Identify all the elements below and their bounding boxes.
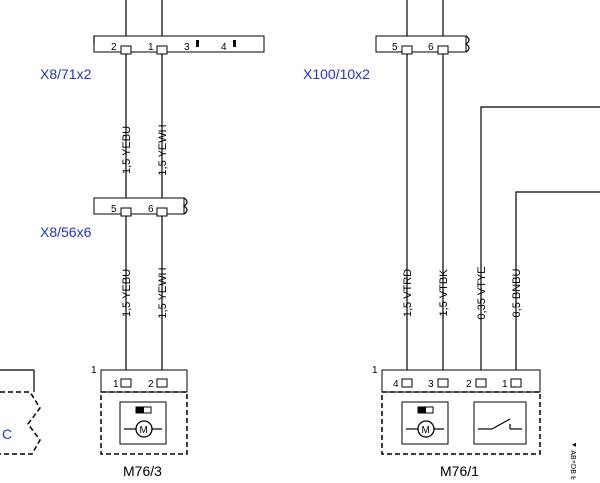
pin-label: 4 bbox=[221, 42, 227, 53]
pin-label: 1 bbox=[113, 379, 119, 390]
wire-m761-bnbu bbox=[515, 191, 600, 372]
pin-label: 3 bbox=[428, 379, 434, 390]
motor-icon: M bbox=[401, 401, 449, 445]
svg-text:M: M bbox=[422, 425, 430, 436]
wire-label: 1,5 VTRD bbox=[402, 269, 414, 317]
pin-label: 5 bbox=[111, 204, 117, 215]
wire-label: 1,5 YEWH bbox=[157, 124, 169, 175]
switch-icon bbox=[473, 401, 527, 445]
component-m76-1: 1 4 3 2 1 M bbox=[372, 365, 541, 455]
connector-x8-71x2: 2 1 3 4 bbox=[93, 35, 265, 55]
wire-label: 1,5 YEBU bbox=[121, 269, 133, 317]
connector-x100-10x2: 5 6 bbox=[375, 35, 470, 55]
frame-number: 1 bbox=[91, 365, 97, 376]
connector-label-x8-56x6: X8/56x6 bbox=[40, 224, 92, 240]
pin-label: 5 bbox=[392, 42, 398, 53]
wire-label: 0,35 VTYE bbox=[476, 266, 488, 319]
wire-m761-vtye bbox=[480, 106, 600, 372]
component-label-m76-1: M76/1 bbox=[440, 463, 479, 479]
connector-x8-56x6: 5 6 bbox=[93, 197, 188, 217]
wire-label: 1,5 YEWH bbox=[157, 267, 169, 318]
frame-number: 1 bbox=[372, 365, 378, 376]
pin-label: 2 bbox=[466, 379, 472, 390]
wire-label: 1,5 YEBU bbox=[121, 126, 133, 174]
component-label-left: C bbox=[2, 426, 12, 442]
wire-label: 0,5 BNBU bbox=[511, 268, 523, 317]
pin-label: 6 bbox=[148, 204, 154, 215]
pin-label: 2 bbox=[148, 379, 154, 390]
component-label-m76-3: M76/3 bbox=[123, 463, 162, 479]
pin-label: 1 bbox=[502, 379, 508, 390]
component-partial-left bbox=[0, 369, 41, 455]
pin-label: 2 bbox=[111, 42, 117, 53]
connector-label-x8-71x2: X8/71x2 bbox=[40, 66, 92, 82]
wire-label: 1,5 VTBK bbox=[438, 269, 450, 317]
pin-label: 3 bbox=[184, 42, 190, 53]
pin-label: 4 bbox=[393, 379, 399, 390]
pin-label: 6 bbox=[428, 42, 434, 53]
svg-text:M: M bbox=[140, 425, 148, 436]
connector-label-x100-10x2: X100/10x2 bbox=[303, 66, 370, 82]
component-m76-3: 1 1 2 M bbox=[91, 365, 188, 455]
side-reference-text: ꟻ ꓭꓷ꓿ꓭꓯ ▲ bbox=[570, 441, 578, 480]
pin-label: 1 bbox=[148, 42, 154, 53]
motor-icon: M bbox=[119, 401, 167, 445]
